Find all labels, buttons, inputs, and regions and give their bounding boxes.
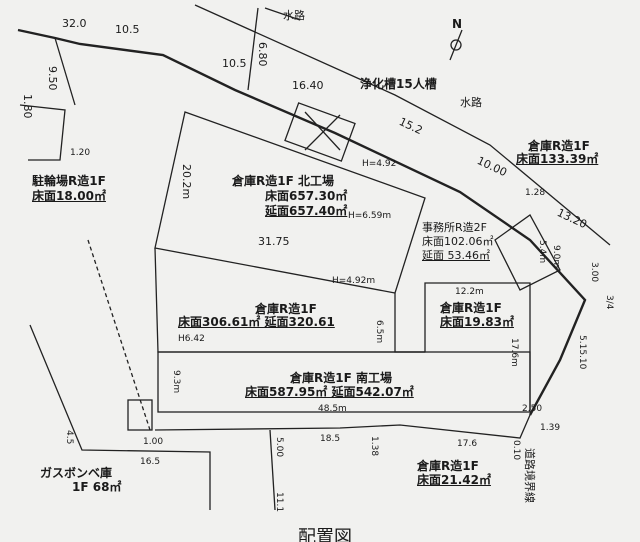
dimension-label: 5.4m	[537, 240, 547, 264]
dimension-label: 4.5	[64, 430, 74, 445]
warehouse-ne-name: 倉庫R造1F	[528, 139, 590, 153]
dimension-label: 2.50	[522, 404, 543, 414]
septic-tank-label: 浄化槽15人槽	[360, 77, 437, 91]
waterway-line-2	[264, 7, 301, 21]
dimension-label: 12.2m	[455, 287, 484, 297]
dimension-label: 9.3m	[171, 370, 181, 394]
dimension-label: 5.15.10	[577, 335, 587, 370]
dimension-label: H=4.92	[362, 159, 397, 169]
dimension-label: H=6.59m	[348, 211, 392, 221]
dimension-label: 9.0m	[551, 245, 561, 269]
dimension-label: 10.5	[115, 23, 140, 36]
dimension-label: 9.50	[46, 66, 59, 91]
warehouse-right-outline	[394, 282, 531, 410]
north-factory-floor: 床面657.30㎡	[265, 189, 348, 203]
warehouse-right-name: 倉庫R造1F	[440, 301, 502, 315]
warehouse-mid-name: 倉庫R造1F	[255, 302, 317, 316]
dimension-label: 17.6m	[509, 338, 519, 367]
dimension-label: 18.5	[320, 434, 341, 444]
waterway-label: 水路	[283, 9, 305, 22]
north-label: N	[452, 17, 463, 31]
dimension-label: 1.80	[21, 94, 34, 119]
south-factory-floor: 床面587.95㎡ 延面542.07㎡	[245, 385, 414, 399]
south-factory-outline	[157, 351, 531, 413]
dimension-label: 0.10	[511, 440, 521, 461]
dim-line	[247, 7, 259, 91]
waterway-label: 水路	[460, 96, 482, 109]
warehouse-se-name: 倉庫R造1F	[417, 459, 479, 473]
dimension-label: 3/4	[604, 295, 614, 310]
dimension-label: 17.6	[457, 439, 478, 449]
west-dash-line	[87, 239, 151, 431]
dimension-label: 32.0	[62, 17, 87, 30]
south-factory-name: 倉庫R造1F 南工場	[290, 371, 392, 385]
dimension-label: 20.2m	[180, 164, 193, 200]
dim-line	[54, 37, 76, 106]
dimension-label: 48.5m	[318, 404, 347, 414]
dimension-label: 16.5	[140, 457, 161, 467]
warehouse-ne-floor: 床面133.39㎡	[516, 152, 599, 166]
dimension-label: 16.40	[292, 79, 324, 92]
dimension-label: 1.28	[525, 188, 546, 198]
warehouse-mid-height: H6.42	[178, 334, 205, 344]
road-boundary-label: 道路境界線	[523, 448, 536, 503]
dimension-label: 6.80	[256, 42, 269, 67]
gas-storage-name: ガスボンベ庫	[40, 466, 113, 480]
warehouse-right-floor: 床面19.83㎡	[440, 315, 514, 329]
office-floor: 床面102.06㎡	[422, 235, 494, 248]
office-name: 事務所R造2F	[422, 221, 487, 234]
dimension-label: 1.38	[369, 436, 379, 457]
dimension-label: H=4.92m	[332, 276, 376, 286]
dimension-label: 31.75	[258, 235, 290, 248]
septic-x	[304, 111, 341, 151]
dim-line	[269, 429, 276, 511]
warehouse-se-floor: 床面21.42㎡	[417, 473, 491, 487]
septic-x	[304, 114, 341, 151]
waterway-line	[194, 4, 611, 246]
bike-parking	[19, 104, 66, 161]
gas-storage-floor: 1F 68㎡	[72, 480, 122, 494]
gas-storage	[127, 399, 153, 431]
dimension-label: 1.00	[143, 437, 164, 447]
north-arrow-icon	[449, 29, 463, 61]
bike-parking-floor: 床面18.00㎡	[32, 189, 106, 203]
north-factory-total: 延面657.40㎡	[265, 204, 348, 218]
dimension-label: 11.1	[274, 492, 284, 513]
bike-parking-name: 駐輪場R造1F	[32, 174, 106, 188]
north-boundary-line	[17, 28, 587, 416]
north-factory-name: 倉庫R造1F 北工場	[232, 174, 334, 188]
office-total: 延面 53.46㎡	[422, 249, 490, 262]
north-arrow-icon	[450, 39, 462, 51]
septic-tank	[284, 102, 356, 162]
south-boundary-line	[154, 414, 531, 439]
warehouse-mid-floor: 床面306.61㎡ 延面320.61	[178, 315, 335, 329]
dimension-label: 1.20	[70, 148, 91, 158]
dimension-label: 1.39	[540, 423, 561, 433]
dimension-label: 6.5m	[374, 320, 384, 344]
dimension-label: 10.5	[222, 57, 247, 70]
dimension-label: 3.00	[589, 262, 599, 283]
dimension-label: 5.00	[274, 437, 284, 458]
west-boundary-line	[29, 324, 211, 510]
drawing-title: 配置図	[298, 527, 352, 542]
office-outline	[494, 214, 561, 291]
